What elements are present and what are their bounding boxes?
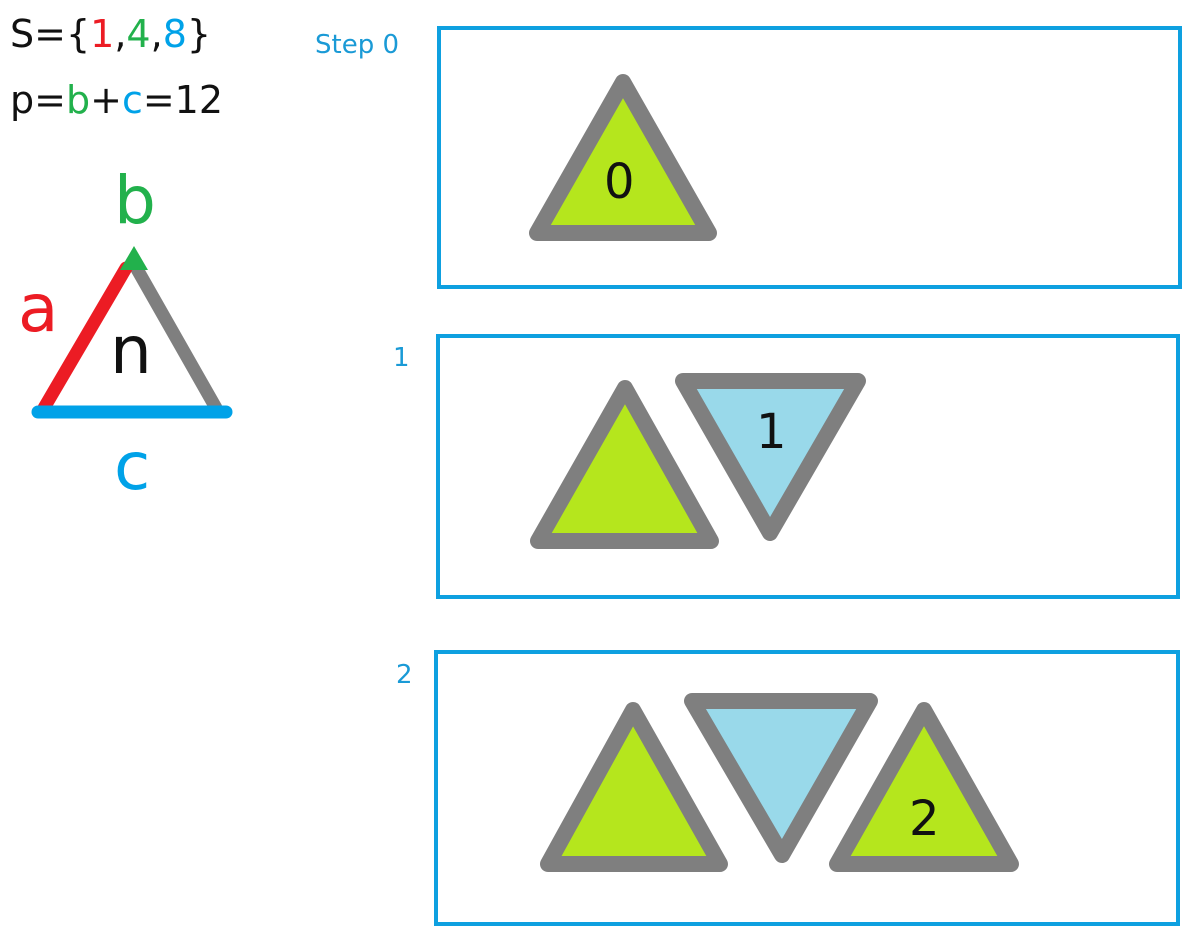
step-2-tile-2: [829, 702, 1019, 872]
perimeter-formula: p=b+c=12: [10, 78, 223, 122]
set-suffix: }: [186, 12, 212, 56]
perimeter-plus: +: [90, 78, 122, 122]
perimeter-suffix: =12: [142, 78, 224, 122]
step-1-tile-0: [530, 380, 719, 549]
perimeter-c: c: [121, 78, 143, 122]
step-0-frame: [437, 26, 1182, 289]
step-1-tile-1: [675, 373, 866, 541]
set-separator-1: ,: [114, 12, 127, 56]
legend-label-a: a: [18, 270, 59, 347]
legend-label-c: c: [114, 428, 151, 505]
legend-edge-right: [126, 255, 223, 415]
step-0-tile-0-label: 0: [604, 154, 635, 210]
set-prefix: S={: [10, 12, 91, 56]
legend-label-n: n: [110, 312, 152, 389]
step-2-tile-0: [540, 702, 728, 872]
legend-vertex-b: [120, 246, 148, 270]
step-2-tile-2-label: 2: [909, 791, 940, 847]
set-value-4: 4: [126, 12, 151, 56]
perimeter-b: b: [65, 78, 91, 122]
step-0-label: Step 0: [315, 30, 400, 60]
set-formula: S={1,4,8}: [10, 12, 211, 56]
legend-triangle: [31, 246, 233, 419]
set-separator-2: ,: [150, 12, 163, 56]
step-2-tile-1: [684, 693, 878, 863]
perimeter-prefix: p=: [10, 78, 66, 122]
step-1-tile-1-label: 1: [756, 404, 787, 460]
step-2-label: 2: [396, 660, 413, 690]
legend-label-b: b: [114, 162, 156, 239]
set-value-1: 1: [90, 12, 115, 56]
legend-edge-a: [37, 261, 133, 415]
step-0-tile-0: [529, 74, 717, 241]
set-value-8: 8: [162, 12, 187, 56]
step-1-label: 1: [393, 343, 410, 373]
